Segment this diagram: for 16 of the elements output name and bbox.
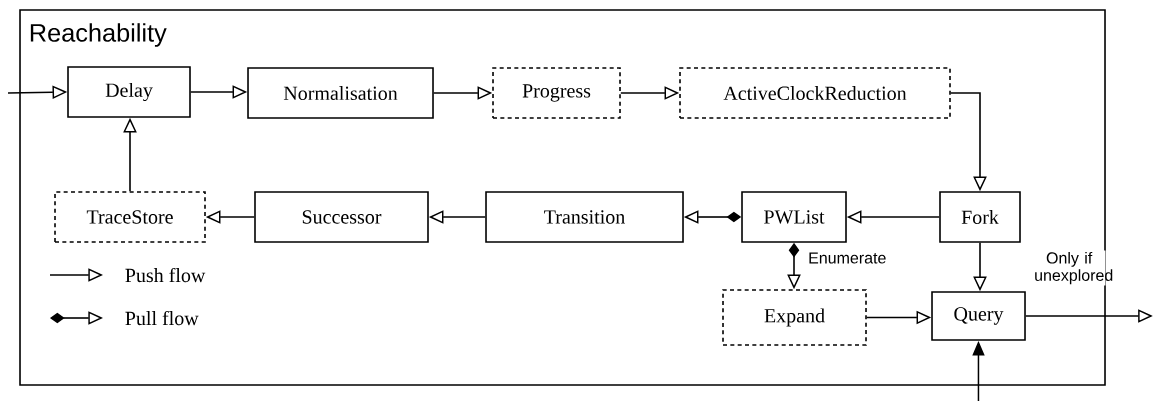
dashed-box: Expand xyxy=(722,289,867,346)
process-box: Fork xyxy=(939,191,1021,243)
dashed-box: Progress xyxy=(492,67,621,119)
process-box: Successor xyxy=(254,191,429,243)
process-box: Normalisation xyxy=(247,67,434,119)
dashed-box: TraceStore xyxy=(54,191,206,243)
edge-label: Enumerate xyxy=(806,251,888,265)
process-box: PWList xyxy=(741,191,847,243)
legend-text: Push flow xyxy=(125,267,206,283)
process-box: Query xyxy=(931,291,1026,341)
edge-label: Only if unexplored xyxy=(1032,250,1113,286)
process-box: Transition xyxy=(485,191,684,243)
frame-title: Reachability xyxy=(30,23,167,47)
dashed-box: ActiveClockReduction xyxy=(679,67,951,119)
legend-text: Pull flow xyxy=(125,310,199,326)
process-box: Delay xyxy=(67,66,191,118)
